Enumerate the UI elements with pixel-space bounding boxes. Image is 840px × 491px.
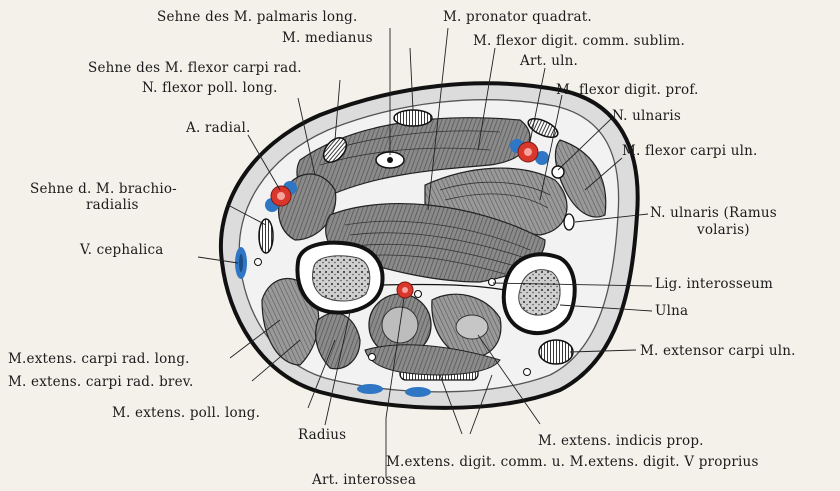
ulnar-nerve — [552, 166, 564, 178]
label-indicis: M. extens. indicis prop. — [538, 433, 704, 449]
dorsal-vein-b — [405, 387, 431, 397]
label-brachio-1: Sehne d. M. brachio- — [30, 181, 177, 197]
label-poll-long: M. extens. poll. long. — [112, 405, 260, 421]
label-ramus-2: volaris) — [697, 222, 750, 238]
label-n-ulnaris: N. ulnaris — [612, 108, 681, 124]
label-interossea: Art. interossea — [312, 472, 416, 488]
label-ramus-1: N. ulnaris (Ramus — [650, 205, 777, 221]
label-radius: Radius — [298, 427, 346, 443]
label-brachio-2: radialis — [86, 197, 139, 213]
dorsal-vein-a — [357, 384, 383, 394]
label-flexor-sublim: M. flexor digit. comm. sublim. — [473, 33, 685, 49]
label-pronator: M. pronator quadrat. — [443, 9, 592, 25]
palmaris-tendon — [394, 110, 432, 126]
brachioradialis-tendon — [259, 219, 273, 253]
label-palmaris: Sehne des M. palmaris long. — [157, 9, 357, 25]
label-lig-interosseum: Lig. interosseum — [655, 276, 773, 292]
extensor-carpi-uln-tendon — [539, 340, 573, 364]
ulnar-nerve-ramus — [564, 214, 574, 230]
label-digit-comm: M.extens. digit. comm. u. M.extens. digi… — [386, 454, 759, 470]
label-carpi-rad-brev: M. extens. carpi rad. brev. — [8, 374, 193, 390]
label-cephalica: V. cephalica — [80, 242, 164, 258]
label-flexor-carpi-uln: M. flexor carpi uln. — [622, 143, 758, 159]
label-ulna: Ulna — [655, 303, 688, 319]
label-carpi-rad-long: M.extens. carpi rad. long. — [8, 351, 190, 367]
label-flexor-poll: N. flexor poll. long. — [142, 80, 278, 96]
label-flexor-prof: M. flexor digit. prof. — [556, 82, 699, 98]
label-medianus: M. medianus — [282, 30, 373, 46]
label-art-uln: Art. uln. — [520, 53, 578, 69]
label-flexor-carpi-rad: Sehne des M. flexor carpi rad. — [88, 60, 302, 76]
label-extensor-carpi-uln: M. extensor carpi uln. — [640, 343, 796, 359]
label-a-radial: A. radial. — [186, 120, 250, 136]
